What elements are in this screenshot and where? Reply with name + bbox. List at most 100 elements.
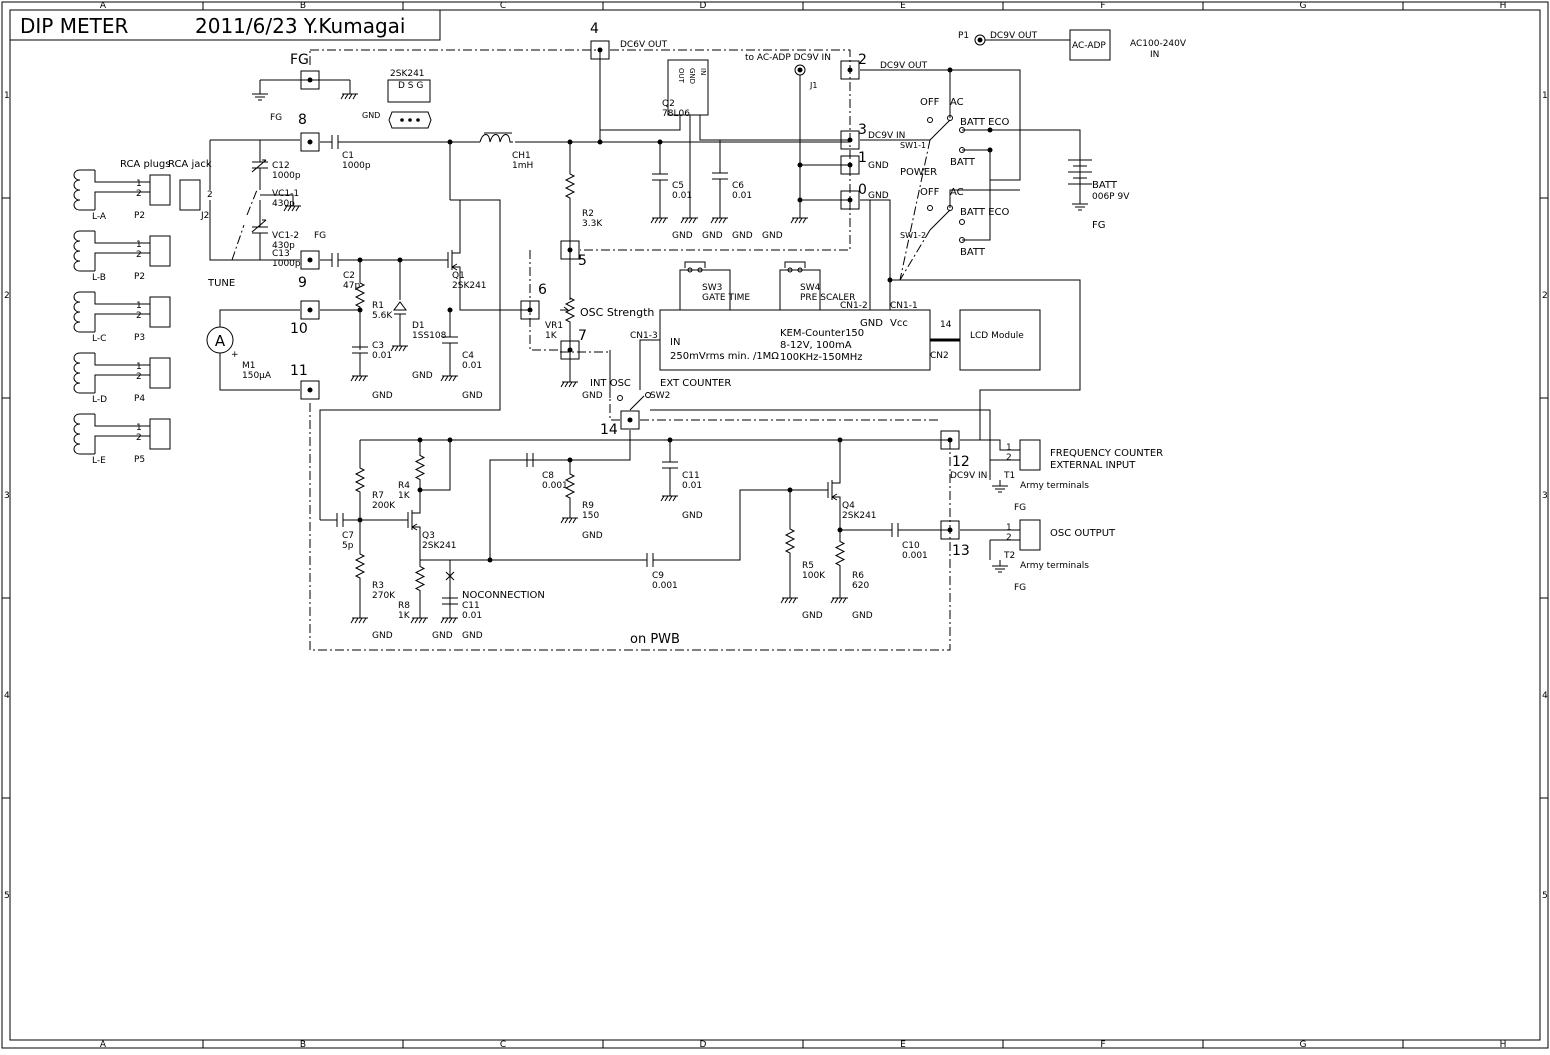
junction-dot [307,307,313,313]
m1-label: M1 [242,361,256,371]
junction-dot [987,147,993,153]
coil-name: L-A [92,212,107,222]
gang-link [231,189,258,261]
sw2-contact [645,392,651,398]
q1-source-wire [459,285,530,311]
schematic-title: DIP METER [20,14,128,38]
terminal-12 [940,430,960,450]
freq-counter-wiring [960,439,1020,480]
junction-dot [847,162,853,168]
p1-label: P1 [958,31,969,41]
c2-ref: C2 [343,271,355,281]
pin-label: 2 [1006,533,1012,543]
pin-dot [408,118,412,122]
c10-value: 0.001 [902,551,928,561]
junction-dot [307,257,313,263]
power-label: POWER [900,167,937,178]
d1-value: 1SS108 [412,331,447,341]
junction-dot [847,197,853,203]
ac-adp-box [1069,29,1111,61]
capacitor [252,200,268,260]
coil-leads [80,169,95,211]
rca-plug [149,174,171,206]
c1-value: 1000p [342,161,371,171]
vc1-2-ref: VC1-2 [272,231,299,241]
fet-q1-arrow [451,263,458,271]
regulator-wiring [599,115,850,212]
ext-counter-label: EXT COUNTER [660,378,731,389]
fet-q4-arrow [831,493,838,501]
junction-dot [567,247,573,253]
fg-label-8: FG [270,113,282,123]
inductor-ch1 [479,134,513,143]
lcd-module [959,309,1041,371]
r2-value: 3.3K [582,219,603,229]
dc6v-out-label: DC6V OUT [620,40,668,50]
coil-leads [80,352,95,394]
pin-label: 1 [136,179,142,189]
pb-contact [797,267,803,273]
terminal-2 [840,60,860,80]
ch1-ref: CH1 [512,151,531,161]
terminal-label: 1 [858,150,867,166]
c6-ref: C6 [732,181,744,191]
r5-value: 100K [802,571,826,581]
terminal-label: 5 [578,253,587,269]
grid-row-label-left: 2 [4,291,10,301]
ground-symbol [660,490,678,502]
r1-value: 5.6K [372,311,393,321]
q3-ref: Q3 [422,531,435,541]
r6-value: 620 [852,581,869,591]
fet-q4 [820,465,841,515]
junction-dot [527,307,533,313]
terminal-13 [940,520,960,540]
terminal-label: 12 [952,454,970,470]
capacitor [252,140,268,190]
grid-col-label-bottom: B [300,1040,306,1050]
tune-label: TUNE [207,278,235,289]
c12-ref: C12 [272,161,290,171]
terminal-7 [560,340,580,360]
meter-plus: + [231,350,239,360]
c9-to-q4 [680,489,820,561]
c4-ref: C4 [462,351,474,361]
switch-contact [959,219,965,225]
grid-col-label-top: E [900,1,906,11]
vc-ground-wire [260,194,294,200]
counter-in: IN [670,337,680,348]
pin-label: 2 [207,190,213,200]
gnd-term-1: GND [868,161,889,171]
pb-contact [697,267,703,273]
r8-ref: R8 [398,601,410,611]
grid-col-label-top: G [1300,1,1307,11]
r9-value: 150 [582,511,599,521]
terminal-FG [300,70,320,90]
ac-adp-label: AC-ADP [1072,41,1106,51]
junction-dot [797,162,803,168]
switch-contact [927,117,933,123]
c6-value: 0.01 [732,191,752,201]
sw2-common-wire [489,430,631,560]
capacitor [320,135,350,149]
terminal-label: 7 [578,328,587,344]
c12-value: 1000p [272,171,301,181]
t1-label: T1 [1003,471,1015,481]
pin-label: 1 [136,301,142,311]
meter-leads [219,309,300,391]
gnd-term-0: GND [868,191,889,201]
q1-ref: Q1 [452,271,465,281]
gnd-c5: GND [672,231,693,241]
gnd-vr1: GND [582,391,603,401]
capacitor [442,310,458,370]
sw1-1-label: SW1-1 [900,141,926,150]
cn1-3-wire [639,339,660,390]
r7-ref: R7 [372,491,384,501]
grid-col-label-top: B [300,1,306,11]
regulator-pin-label: GND [688,68,696,84]
sw1-batt: BATT [950,157,976,168]
diode-d1 [393,301,407,315]
grid-col-label-top: D [700,1,707,11]
j2-label: J2 [200,211,209,221]
coil-wiring [94,231,150,271]
